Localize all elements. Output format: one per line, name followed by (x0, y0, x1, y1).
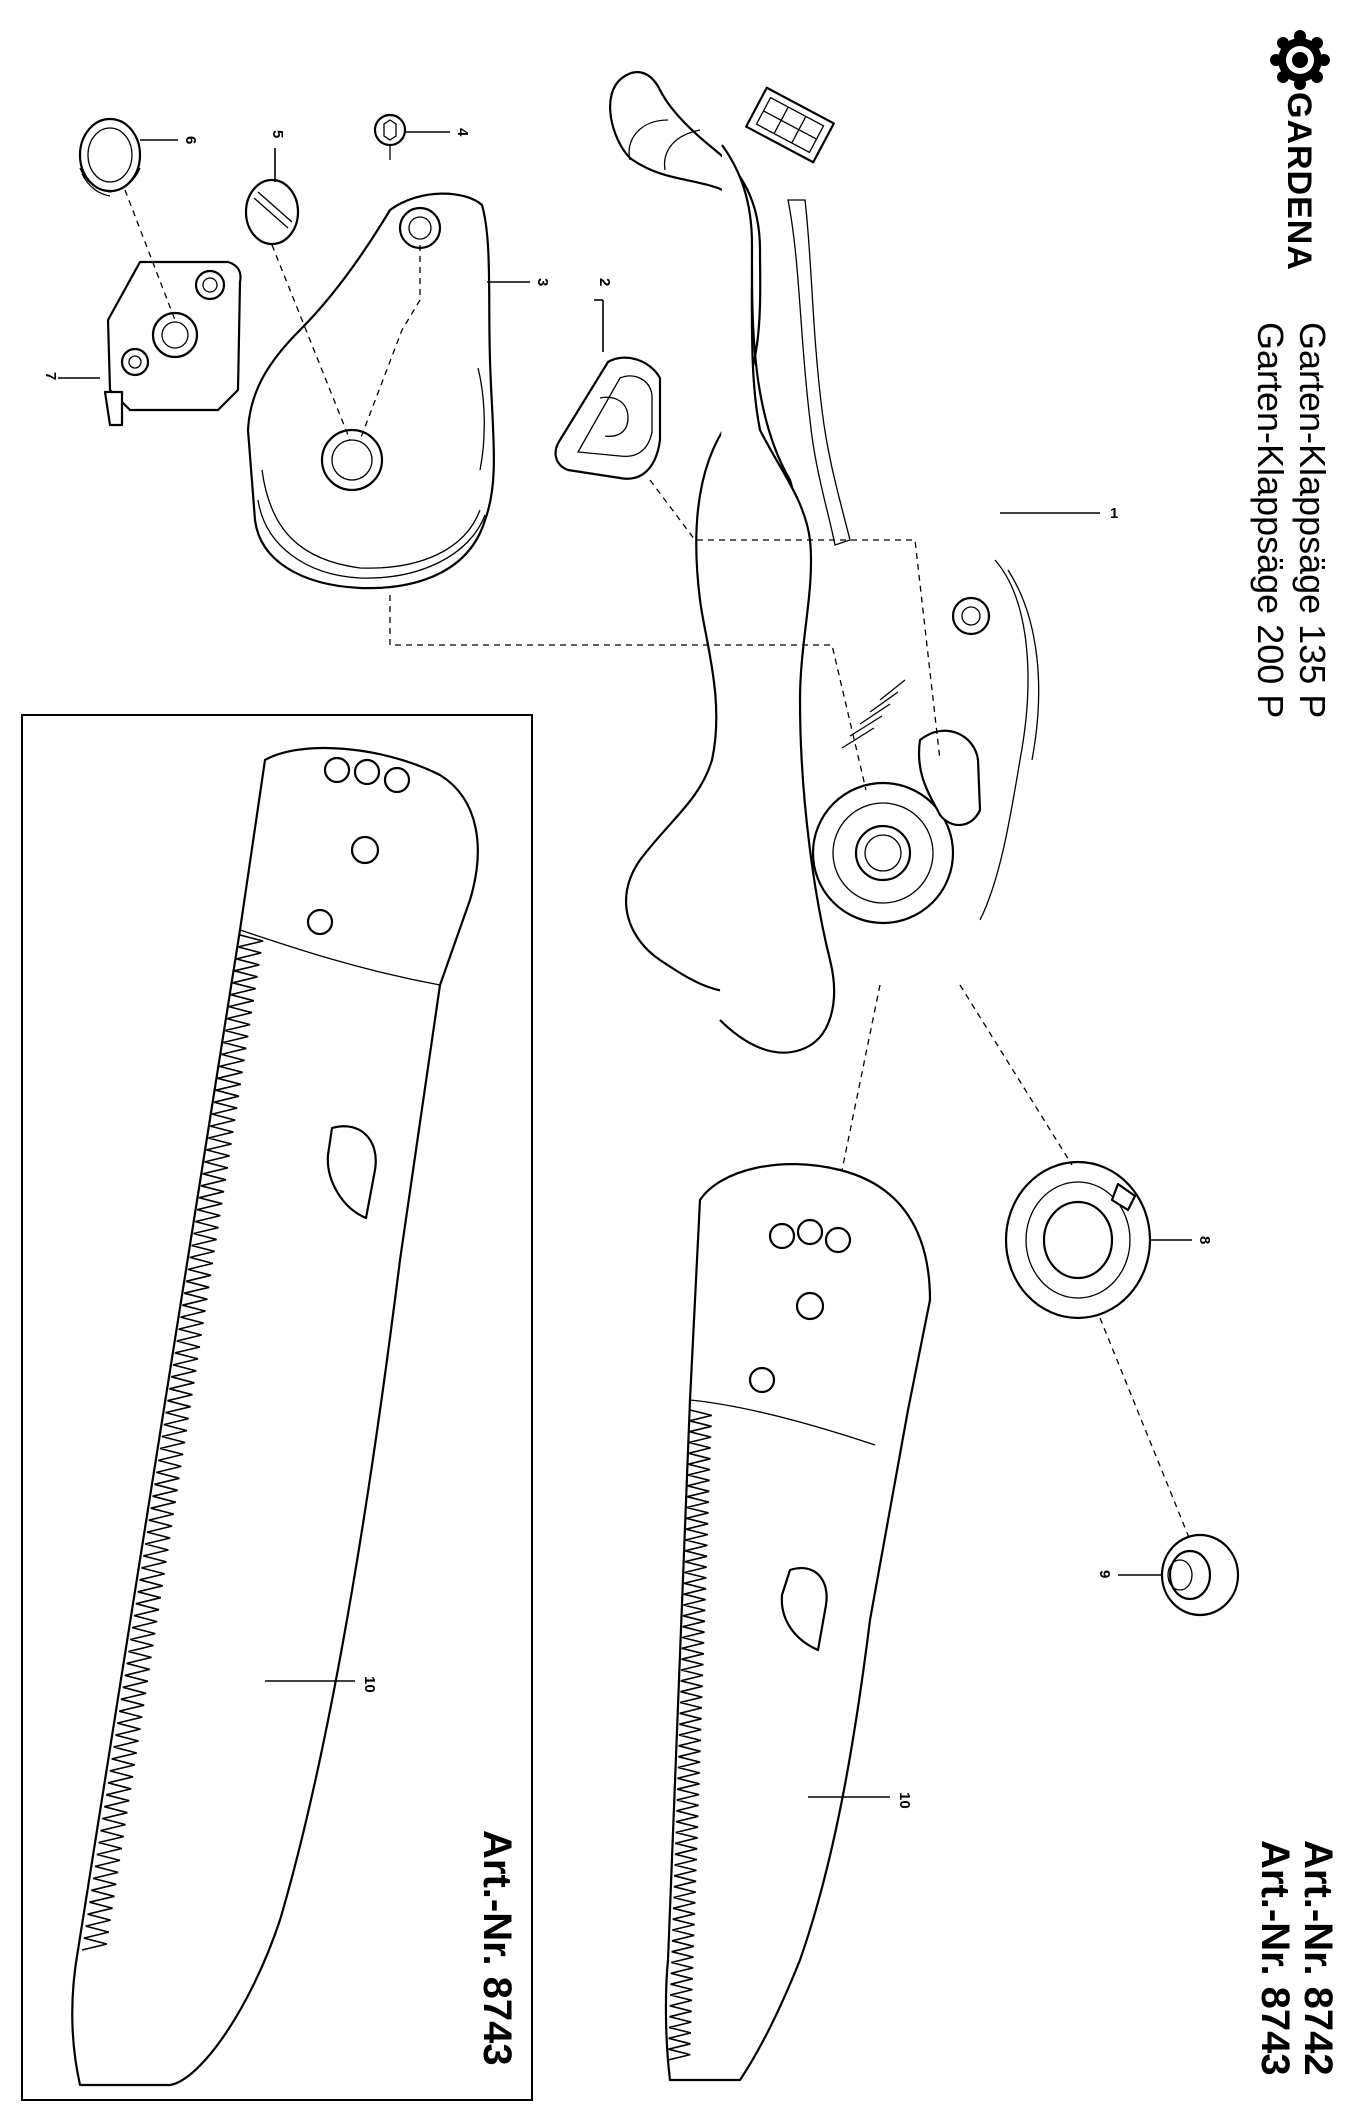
header-title-135: Garten-Klappsäge 135 P (1292, 322, 1333, 718)
header-art-nr-8743: Art.-Nr. 8743 (1253, 1840, 1297, 2076)
part-10-inset-label: 10 (361, 1676, 378, 1693)
gardena-flower-icon (1270, 30, 1330, 90)
part-9-pivot-bolt: 9 (1096, 1533, 1240, 1617)
part-3-side-plate: 3 (246, 192, 551, 590)
part-7-label: 7 (42, 372, 59, 380)
part-2-label: 2 (596, 278, 613, 286)
part-10-blade-main: 10 (664, 1163, 932, 2082)
part-8-label: 8 (1196, 1236, 1213, 1244)
part-9-label: 9 (1096, 1570, 1113, 1578)
part-5-spacer: 5 (244, 130, 300, 246)
part-6-sleeve: 6 (78, 117, 199, 197)
brand-name: GARDENA (1280, 92, 1318, 271)
part-3-label: 3 (534, 278, 551, 286)
part-6-label: 6 (182, 136, 199, 144)
part-7-lock-block: 7 (42, 260, 242, 427)
part-2-latch-insert: 2 (554, 278, 662, 480)
inset-art-nr: Art.-Nr. 8743 (475, 1830, 519, 2066)
inset-box-8743: Art.-Nr. 8743 10 (21, 714, 533, 2101)
part-10-blade-inset: 10 (71, 746, 479, 2087)
part-1-label: 1 (1110, 505, 1118, 522)
part-4-label: 4 (454, 128, 471, 137)
assembly-lines (124, 189, 1191, 1541)
header-art-nr-8742: Art.-Nr. 8742 (1296, 1840, 1340, 2076)
part-10-main-label: 10 (896, 1792, 913, 1809)
blade-main-holes (748, 1218, 852, 1652)
gardena-logo (1270, 30, 1330, 90)
part-5-label: 5 (269, 130, 286, 138)
part-1-handle: 1 (609, 71, 1118, 1054)
header-title-200: Garten-Klappsäge 200 P (1250, 322, 1291, 718)
part-4-screw: 4 (373, 113, 471, 160)
part-8-washer: 8 (1004, 1160, 1213, 1320)
